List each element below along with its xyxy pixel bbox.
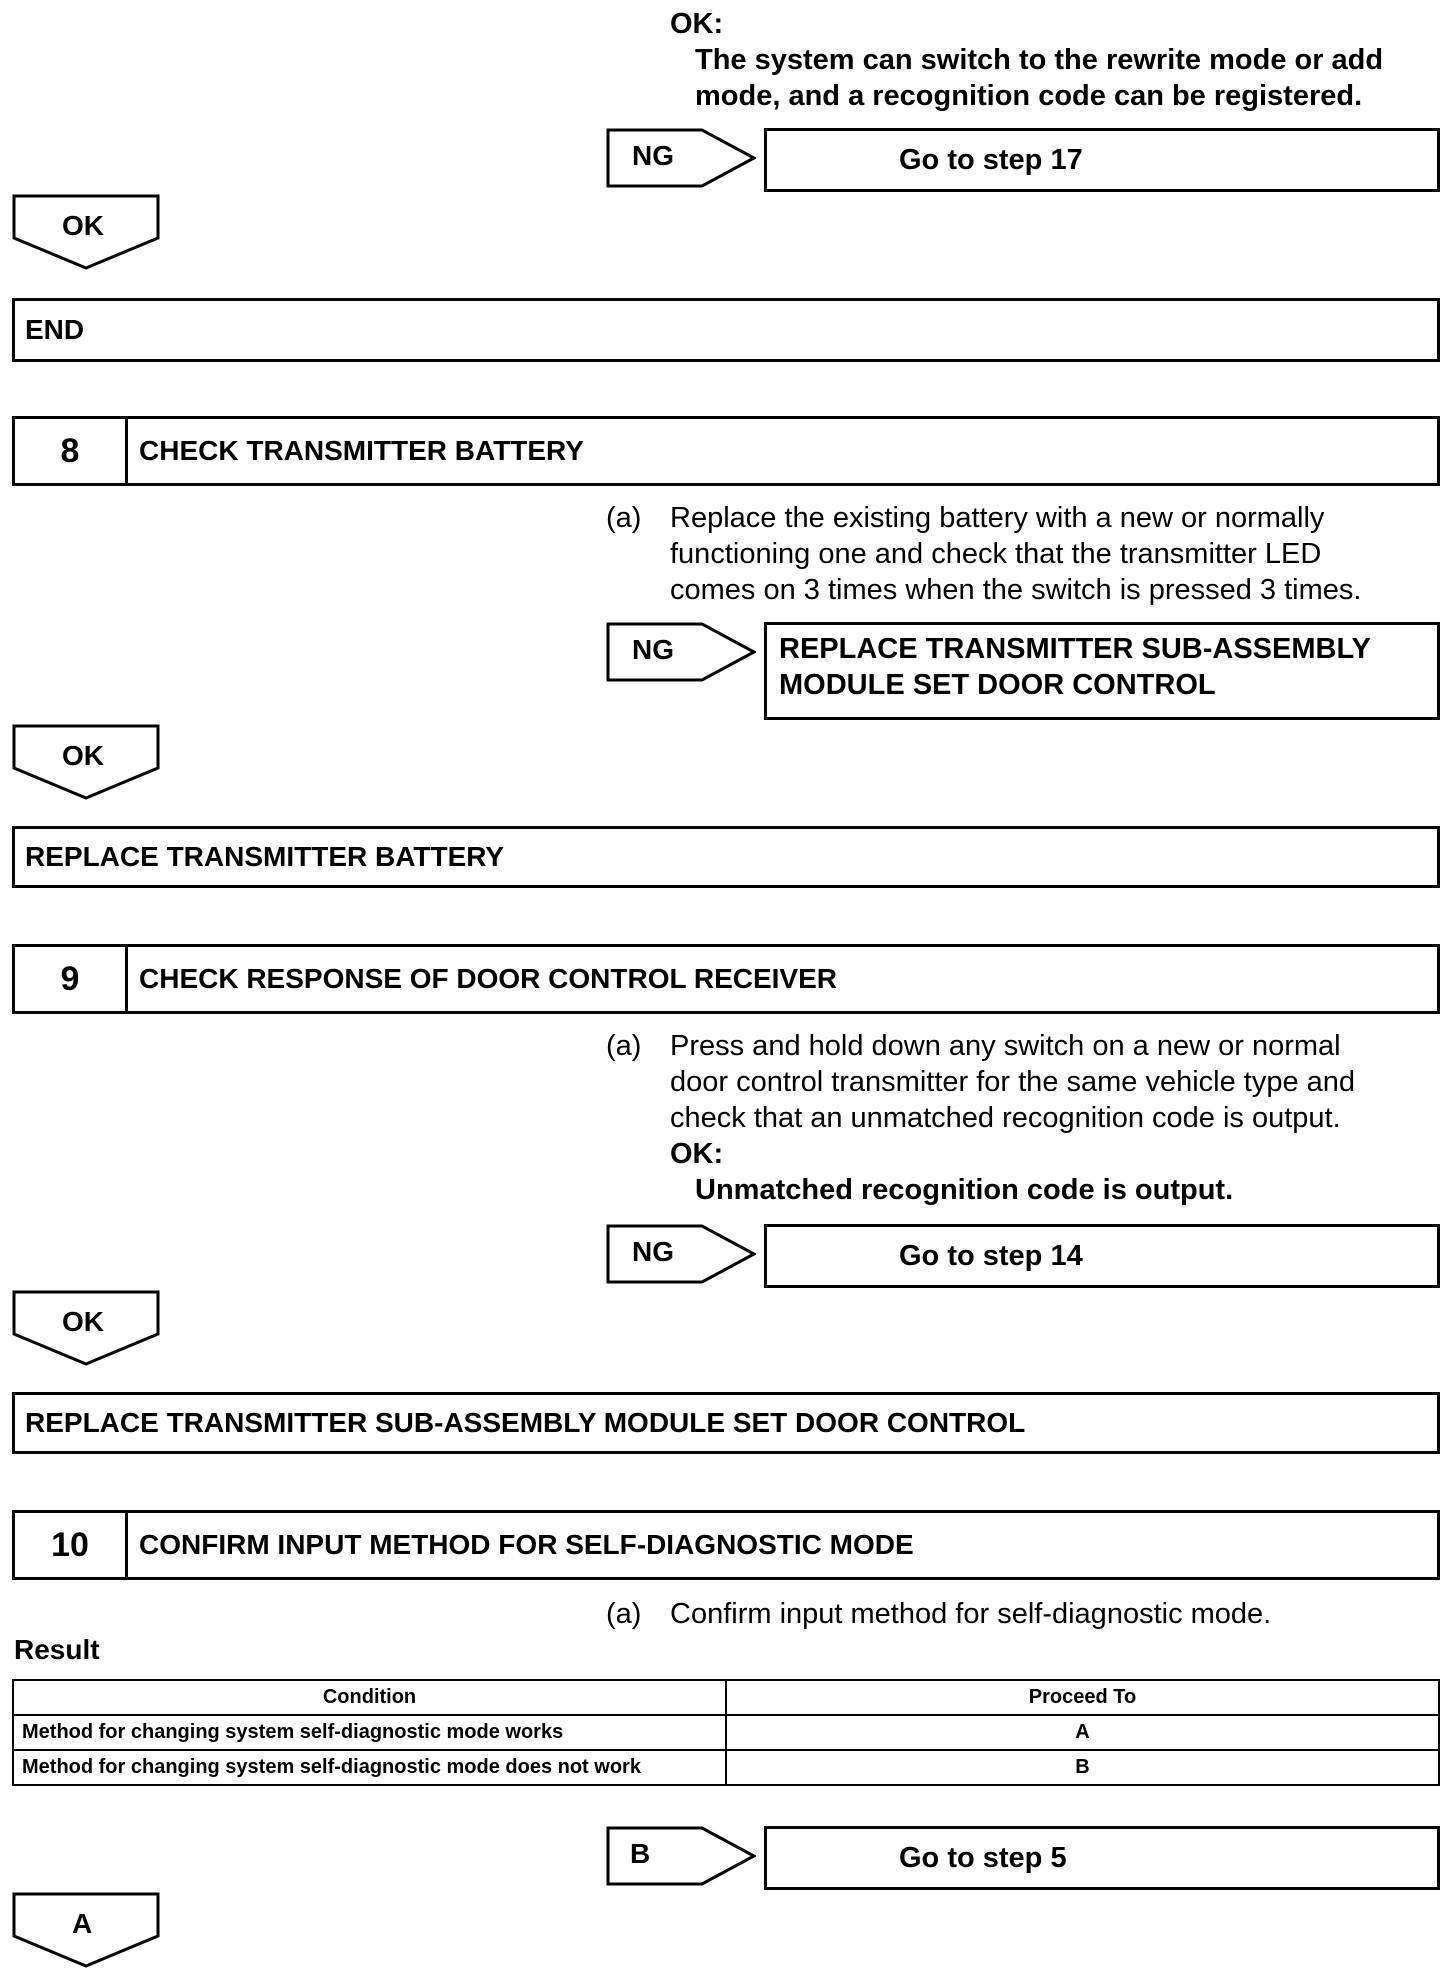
ok-criteria-text-2: mode, and a recognition code can be regi… bbox=[695, 80, 1363, 112]
table-header-condition: Condition bbox=[12, 1679, 727, 1716]
step-8-item-marker: (a) bbox=[606, 502, 642, 534]
replace-transmitter-module-box: REPLACE TRANSMITTER SUB-ASSEMBLY MODULE … bbox=[12, 1392, 1440, 1454]
replace-transmitter-target-box[interactable]: REPLACE TRANSMITTER SUB-ASSEMBLY MODULE … bbox=[764, 622, 1440, 720]
ng-label: NG bbox=[632, 1236, 674, 1267]
table-cell-proceed-to: B bbox=[725, 1749, 1440, 1786]
step-8-item-line-3: comes on 3 times when the switch is pres… bbox=[670, 574, 1362, 606]
result-heading: Result bbox=[14, 1634, 100, 1665]
step-9-header: 9 CHECK RESPONSE OF DOOR CONTROL RECEIVE… bbox=[12, 944, 1440, 1014]
step-10-title: CONFIRM INPUT METHOD FOR SELF-DIAGNOSTIC… bbox=[139, 1529, 914, 1560]
b-label: B bbox=[630, 1838, 651, 1869]
result-table: Condition Proceed To Method for changing… bbox=[12, 1679, 1440, 1786]
step-9-item-line-1: Press and hold down any switch on a new … bbox=[670, 1030, 1341, 1062]
replace-transmitter-battery-text: REPLACE TRANSMITTER BATTERY bbox=[25, 841, 505, 872]
b-arrow-icon bbox=[606, 1826, 756, 1886]
step-9-ok-text: Unmatched recognition code is output. bbox=[695, 1174, 1234, 1206]
step-9-item-marker: (a) bbox=[606, 1030, 642, 1062]
go-to-step-17-text: Go to step 17 bbox=[899, 143, 1083, 176]
go-to-step-5-text: Go to step 5 bbox=[899, 1841, 1067, 1874]
ok-criteria-text-1: The system can switch to the rewrite mod… bbox=[695, 44, 1384, 76]
replace-transmitter-battery-box: REPLACE TRANSMITTER BATTERY bbox=[12, 826, 1440, 888]
ok-criteria-label: OK: bbox=[670, 8, 724, 40]
ok-down-arrow-icon bbox=[12, 1290, 160, 1366]
ok-down-arrow-icon bbox=[12, 724, 160, 800]
end-box: END bbox=[12, 298, 1440, 362]
go-to-step-5-box[interactable]: Go to step 5 bbox=[764, 1826, 1440, 1890]
ok-arrow-label: OK bbox=[62, 210, 104, 241]
a-down-arrow-icon bbox=[12, 1892, 160, 1968]
table-cell-proceed-to: A bbox=[725, 1714, 1440, 1751]
ng-arrow-icon bbox=[606, 128, 756, 188]
replace-transmitter-target-line-1: REPLACE TRANSMITTER SUB-ASSEMBLY bbox=[779, 633, 1371, 665]
ng-label: NG bbox=[632, 140, 674, 171]
step-9-ok-label: OK: bbox=[670, 1138, 724, 1170]
table-header-row: Condition Proceed To bbox=[12, 1679, 1440, 1716]
step-8-title: CHECK TRANSMITTER BATTERY bbox=[139, 435, 584, 466]
ng-label: NG bbox=[632, 634, 674, 665]
a-arrow-label: A bbox=[72, 1908, 93, 1939]
step-9-item-line-2: door control transmitter for the same ve… bbox=[670, 1066, 1356, 1098]
table-header-proceed-to: Proceed To bbox=[725, 1679, 1440, 1716]
ng-arrow-icon bbox=[606, 622, 756, 682]
step-8-header: 8 CHECK TRANSMITTER BATTERY bbox=[12, 416, 1440, 486]
ok-arrow-label: OK bbox=[62, 1306, 104, 1337]
replace-transmitter-target-line-2: MODULE SET DOOR CONTROL bbox=[779, 669, 1216, 701]
step-10-header: 10 CONFIRM INPUT METHOD FOR SELF-DIAGNOS… bbox=[12, 1510, 1440, 1580]
table-cell-condition: Method for changing system self-diagnost… bbox=[12, 1749, 727, 1786]
step-10-item-marker: (a) bbox=[606, 1598, 642, 1630]
step-10-item-line-1: Confirm input method for self-diagnostic… bbox=[670, 1598, 1272, 1630]
step-9-item-line-3: check that an unmatched recognition code… bbox=[670, 1102, 1341, 1134]
step-8-item-line-1: Replace the existing battery with a new … bbox=[670, 502, 1325, 534]
step-9-number: 9 bbox=[15, 947, 128, 1011]
go-to-step-17-box[interactable]: Go to step 17 bbox=[764, 128, 1440, 192]
go-to-step-14-text: Go to step 14 bbox=[899, 1239, 1083, 1272]
step-10-number: 10 bbox=[15, 1513, 128, 1577]
table-row: Method for changing system self-diagnost… bbox=[12, 1714, 1440, 1751]
replace-transmitter-module-text: REPLACE TRANSMITTER SUB-ASSEMBLY MODULE … bbox=[25, 1407, 1026, 1438]
table-row: Method for changing system self-diagnost… bbox=[12, 1749, 1440, 1786]
step-9-title: CHECK RESPONSE OF DOOR CONTROL RECEIVER bbox=[139, 963, 838, 994]
step-8-number: 8 bbox=[15, 419, 128, 483]
ok-arrow-label: OK bbox=[62, 740, 104, 771]
end-text: END bbox=[25, 314, 85, 345]
table-cell-condition: Method for changing system self-diagnost… bbox=[12, 1714, 727, 1751]
ng-arrow-icon bbox=[606, 1224, 756, 1284]
go-to-step-14-box[interactable]: Go to step 14 bbox=[764, 1224, 1440, 1288]
ok-down-arrow-icon bbox=[12, 194, 160, 270]
step-8-item-line-2: functioning one and check that the trans… bbox=[670, 538, 1322, 570]
